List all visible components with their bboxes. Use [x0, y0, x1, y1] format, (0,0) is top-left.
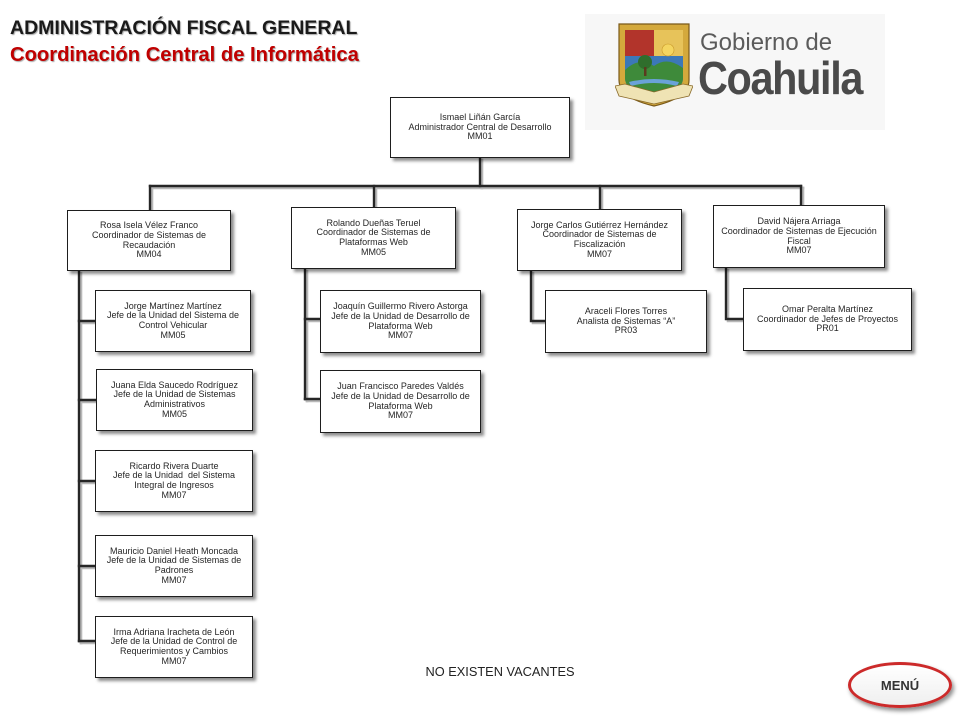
org-box-coordinador-ejecucion-fiscal: David Nájera Arriaga Coordinador de Sist… — [713, 205, 885, 268]
logo-text-coahuila: Coahuila — [698, 52, 863, 104]
connector-branch-fiscalizacion — [529, 269, 547, 323]
position-code: MM07 — [387, 410, 413, 421]
org-box-coordinador-jefes-proyectos: Omar Peralta Martínez Coordinador de Jef… — [743, 288, 912, 351]
shield-river — [629, 79, 679, 86]
position-code: MM07 — [786, 245, 812, 256]
position-title: Coordinador de Sistemas de Ejecución — [721, 225, 877, 236]
position-title: Control Vehicular — [138, 320, 208, 330]
org-box-jefe-desarrollo-plataforma-1: Joaquín Guillermo Rivero Astorga Jefe de… — [320, 290, 481, 353]
position-title: Jefe de la Unidad de Sistemas — [113, 389, 236, 400]
connector-lines — [77, 156, 803, 643]
position-code: MM01 — [467, 131, 493, 142]
vacancies-note: NO EXISTEN VACANTES — [425, 664, 575, 679]
connector-shadows — [79, 158, 805, 645]
position-title: Jefe de la Unidad de Control de — [110, 636, 238, 647]
person-name: Jorge Carlos Gutiérrez Hernández — [530, 219, 669, 230]
shield-tree-trunk — [644, 67, 647, 76]
position-title: Coordinador de Jefes de Proyectos — [756, 313, 899, 324]
position-code: PR03 — [614, 325, 638, 336]
person-name: Araceli Flores Torres — [584, 306, 668, 317]
page-title: ADMINISTRACIÓN FISCAL GENERAL — [10, 17, 358, 39]
position-title: Analista de Sistemas “A” — [576, 315, 676, 326]
person-name: Juan Francisco Paredes Valdés — [337, 381, 464, 392]
position-title: Administrativos — [143, 399, 206, 409]
position-title: Jefe de la Unidad de Sistemas de — [106, 555, 242, 566]
org-box-administrador-central: Ismael Liñán García Administrador Centra… — [390, 97, 570, 158]
person-name: Omar Peralta Martínez — [781, 304, 874, 315]
person-name: Jorge Martínez Martínez — [124, 300, 222, 311]
position-title: Administrador Central de Desarrollo — [408, 121, 552, 132]
person-name: Juana Elda Saucedo Rodríguez — [110, 379, 239, 390]
gobierno-coahuila-logo: Gobierno de Coahuila — [585, 14, 885, 130]
position-code: MM07 — [586, 248, 612, 259]
position-code: MM07 — [161, 574, 187, 585]
position-title: Jefe de la Unidad del Sistema — [112, 470, 236, 481]
org-box-jefe-padrones: Mauricio Daniel Heath Moncada Jefe de la… — [95, 535, 253, 597]
org-box-analista-sistemas: Araceli Flores Torres Analista de Sistem… — [545, 290, 707, 353]
position-title: Jefe de la Unidad de Desarrollo de — [331, 390, 470, 401]
person-name: Ismael Liñán García — [439, 112, 521, 123]
person-name: Rolando Dueñas Teruel — [326, 217, 421, 228]
connector-shadow — [726, 268, 747, 323]
org-box-coordinador-recaudacion: Rosa Isela Vélez Franco Coordinador de S… — [67, 210, 231, 271]
page-subtitle: Coordinación Central de Informática — [10, 44, 359, 66]
position-title: Plataforma Web — [368, 320, 433, 331]
position-title: Fiscal — [787, 235, 811, 246]
position-code: MM05 — [360, 246, 386, 257]
position-code: MM05 — [160, 329, 186, 340]
org-box-jefe-control-requerimientos: Irma Adriana Iracheta de León Jefe de la… — [95, 616, 253, 678]
position-title: Recaudación — [122, 239, 176, 250]
person-name: Irma Adriana Iracheta de León — [113, 626, 235, 637]
position-title: Plataforma Web — [368, 400, 433, 411]
org-box-jefe-desarrollo-plataforma-2: Juan Francisco Paredes Valdés Jefe de la… — [320, 370, 481, 433]
position-title: Coordinador de Sistemas de — [91, 229, 207, 240]
position-title: Coordinador de Sistemas de — [542, 229, 657, 240]
person-name: David Nájera Arriaga — [757, 216, 841, 227]
org-box-jefe-integral-ingresos: Ricardo Rivera Duarte Jefe de la Unidad … — [95, 450, 253, 512]
position-code: MM07 — [387, 330, 413, 341]
logo-text-gobierno: Gobierno de — [700, 29, 833, 56]
org-box-jefe-control-vehicular: Jorge Martínez Martínez Jefe de la Unida… — [95, 290, 251, 352]
shield-red-quarter — [625, 30, 654, 56]
position-title: Padrones — [154, 565, 194, 575]
position-title: Jefe de la Unidad de Desarrollo de — [331, 310, 470, 321]
org-box-coordinador-fiscalizacion: Jorge Carlos Gutiérrez Hernández Coordin… — [517, 209, 682, 271]
person-name: Rosa Isela Vélez Franco — [99, 220, 199, 231]
position-code: MM07 — [161, 489, 187, 500]
position-title: Integral de Ingresos — [134, 480, 214, 490]
position-code: MM04 — [136, 249, 162, 260]
shield-tree — [638, 55, 652, 69]
position-title: Jefe de la Unidad del Sistema de — [106, 310, 240, 321]
position-code: PR01 — [816, 323, 839, 334]
person-name: Joaquín Guillermo Rivero Astorga — [333, 301, 468, 312]
org-box-jefe-sistemas-administrativos: Juana Elda Saucedo Rodríguez Jefe de la … — [96, 369, 253, 431]
coat-of-arms-icon — [615, 23, 693, 107]
menu-button-label: MENÚ — [880, 677, 920, 693]
shield-sun — [661, 43, 675, 57]
org-box-coordinador-plataformas-web: Rolando Dueñas Teruel Coordinador de Sis… — [291, 207, 456, 269]
position-code: MM07 — [161, 655, 187, 666]
position-title: Coordinador de Sistemas de — [316, 227, 431, 238]
connector-shadow — [531, 271, 549, 325]
person-name: Ricardo Rivera Duarte — [129, 460, 219, 471]
position-title: Plataformas Web — [339, 237, 408, 247]
person-name: Mauricio Daniel Heath Moncada — [109, 545, 239, 556]
position-title: Fiscalización — [573, 239, 626, 249]
position-title: Requerimientos y Cambios — [119, 646, 229, 656]
position-code: MM05 — [161, 408, 187, 419]
shield-ribbon — [615, 83, 693, 105]
connector-branch-ejecucion — [724, 266, 745, 321]
menu-button[interactable]: MENÚ — [848, 662, 952, 708]
